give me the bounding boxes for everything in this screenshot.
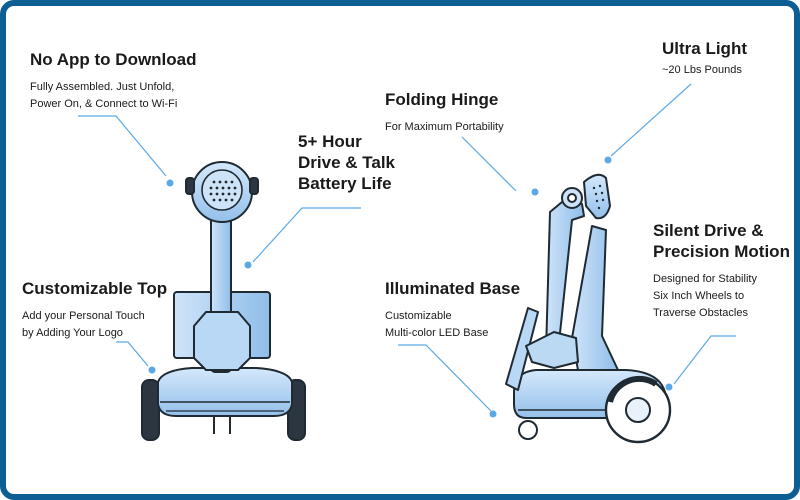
robot-front-view <box>141 161 306 441</box>
callout-folding-hinge-title: Folding Hinge <box>385 89 504 110</box>
callout-body-line: Designed for Stability <box>653 273 757 285</box>
front-head-right-ear <box>249 177 259 195</box>
side-head-speaker-grille <box>592 184 605 210</box>
callout-title-line: Ultra Light <box>662 39 747 58</box>
callout-folding-hinge-body: For Maximum Portability <box>385 119 504 136</box>
front-head-speaker-grille <box>209 180 237 202</box>
leader-line-base <box>398 344 492 412</box>
callout-title-line: Illuminated Base <box>385 279 521 298</box>
callout-title-line: Drive & Talk <box>298 153 396 172</box>
leader-lines <box>78 83 736 418</box>
leader-dot-ultra-light <box>604 156 612 164</box>
callout-illuminated-base: Illuminated Base Customizable Multi-colo… <box>385 278 520 342</box>
leader-line-ultra-light <box>610 83 692 157</box>
side-front-caster <box>518 420 538 440</box>
leader-line-battery <box>252 207 361 263</box>
leader-line-no-app <box>78 115 167 177</box>
callout-title-line: Precision Motion <box>653 242 790 261</box>
callout-no-app: No App to Download Fully Assembled. Just… <box>30 49 197 113</box>
callout-body-line: Multi-color LED Base <box>385 327 489 339</box>
side-head <box>583 173 611 220</box>
front-screen-mount <box>193 311 251 371</box>
callout-custom-top: Customizable Top Add your Personal Touch… <box>22 278 167 342</box>
side-hinge-pin <box>567 193 577 203</box>
callout-body-line: Traverse Obstacles <box>653 307 748 319</box>
callout-body-line: Power On, & Connect to Wi-Fi <box>30 98 178 110</box>
front-left-wheel <box>141 379 160 441</box>
side-rear-wheel-hub <box>625 397 651 423</box>
callout-folding-hinge: Folding Hinge For Maximum Portability <box>385 89 504 136</box>
callout-title-line: 5+ Hour <box>298 132 362 151</box>
front-head-left-ear <box>185 177 195 195</box>
leader-line-silent-drive <box>673 335 736 385</box>
front-base <box>157 367 293 417</box>
callout-silent-drive: Silent Drive & Precision Motion Designed… <box>653 220 790 322</box>
callout-ultra-light-body: ~20 Lbs Pounds <box>662 62 747 79</box>
leader-dot-no-app <box>166 179 174 187</box>
leader-dot-battery <box>244 261 252 269</box>
callout-title-line: Customizable Top <box>22 279 168 298</box>
callout-battery: 5+ Hour Drive & Talk Battery Life <box>298 131 395 194</box>
callout-illuminated-base-body: Customizable Multi-color LED Base <box>385 308 520 342</box>
callout-body-line: Customizable <box>385 310 452 322</box>
callout-silent-drive-title: Silent Drive & Precision Motion <box>653 220 790 262</box>
callout-battery-title: 5+ Hour Drive & Talk Battery Life <box>298 131 395 194</box>
side-rear-wheel-tread <box>607 375 658 403</box>
callout-body-line: Fully Assembled. Just Unfold, <box>30 81 175 93</box>
callout-custom-top-title: Customizable Top <box>22 278 167 299</box>
callout-title-line: No App to Download <box>30 50 197 69</box>
leader-dot-custom-top <box>148 366 156 374</box>
leader-dot-hinge <box>531 188 539 196</box>
callout-ultra-light: Ultra Light ~20 Lbs Pounds <box>662 38 747 79</box>
side-body-column <box>571 225 619 371</box>
callout-no-app-title: No App to Download <box>30 49 197 70</box>
side-screen-mount <box>525 331 579 369</box>
leader-dot-silent-drive <box>665 383 673 391</box>
callout-title-line: Battery Life <box>298 174 392 193</box>
robot-side-view <box>505 173 672 444</box>
callout-body-line: Add your Personal Touch <box>22 310 145 322</box>
callout-custom-top-body: Add your Personal Touch by Adding Your L… <box>22 308 167 342</box>
callout-title-line: Silent Drive & <box>653 221 764 240</box>
side-screen <box>505 307 539 391</box>
callout-body-line: ~20 Lbs Pounds <box>662 64 742 76</box>
leader-line-hinge <box>461 136 517 192</box>
callout-body-line: Six Inch Wheels to <box>653 290 745 302</box>
callout-body-line: For Maximum Portability <box>385 121 504 133</box>
leader-line-custom-top <box>116 341 149 367</box>
callout-no-app-body: Fully Assembled. Just Unfold, Power On, … <box>30 79 197 113</box>
callout-title-line: Folding Hinge <box>385 90 499 109</box>
callout-illuminated-base-title: Illuminated Base <box>385 278 520 299</box>
callout-silent-drive-body: Designed for Stability Six Inch Wheels t… <box>653 271 790 322</box>
leader-dot-base <box>489 410 497 418</box>
callout-body-line: by Adding Your Logo <box>22 327 123 339</box>
front-head-speaker <box>201 169 243 211</box>
callout-ultra-light-title: Ultra Light <box>662 38 747 59</box>
robot-illustration <box>78 83 736 444</box>
